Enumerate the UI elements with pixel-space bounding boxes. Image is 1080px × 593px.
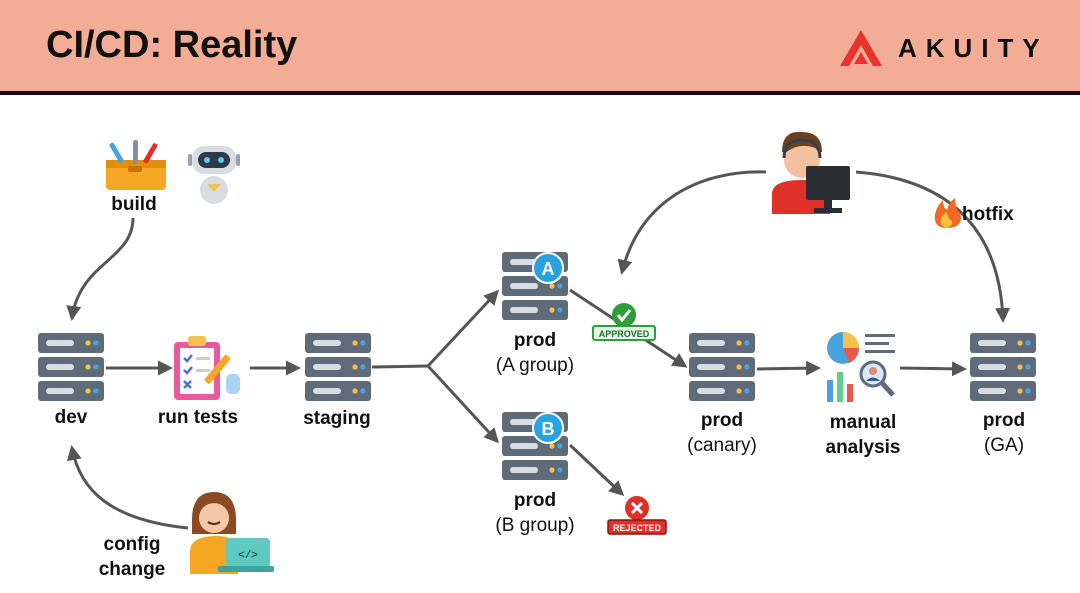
page-title: CI/CD: Reality xyxy=(46,24,298,66)
akuity-logo-icon xyxy=(840,30,882,66)
staging-label: staging xyxy=(303,408,371,429)
run-tests-label: run tests xyxy=(157,407,239,428)
arrow-dev-from-config xyxy=(66,445,189,530)
dev-server-icon xyxy=(38,333,104,401)
robot-icon xyxy=(188,146,240,204)
rejected-text: REJECTED xyxy=(613,523,662,533)
group-b-badge: B xyxy=(532,412,564,444)
prod-a-sublabel: (A group) xyxy=(495,355,575,376)
arrow-split-to-prod-a xyxy=(426,289,500,368)
toolbox-icon xyxy=(106,140,166,190)
developer-icon: </> xyxy=(190,492,274,574)
prod-ga-label: prod(GA) xyxy=(982,410,1026,456)
prod-a-label: prod(A group) xyxy=(495,330,575,376)
engineer-icon xyxy=(772,131,850,214)
group-a-badge-text: A xyxy=(542,259,555,279)
prod-b-label: prod(B group) xyxy=(495,490,575,536)
prod-ga-server-icon xyxy=(970,333,1036,401)
arrow-engineer-to-prod-a xyxy=(617,170,767,275)
svg-text:</>: </> xyxy=(238,550,258,562)
group-b-badge-text: B xyxy=(542,419,555,439)
pipeline-diagram: A B APPROVED REJECTED xyxy=(38,131,1036,574)
fire-icon xyxy=(934,198,961,228)
checklist-icon xyxy=(174,336,240,400)
prod-canary-label: prod(canary) xyxy=(687,410,757,456)
group-a-badge: A xyxy=(532,252,564,284)
approved-stamp: APPROVED xyxy=(592,303,656,341)
brand-name: AKUITY xyxy=(898,32,1049,63)
arrow-staging-to-split xyxy=(371,364,429,369)
prod-canary-server-icon xyxy=(689,333,755,401)
prod-ga-sublabel: (GA) xyxy=(983,435,1025,456)
staging-server-icon xyxy=(305,333,371,401)
arrow-engineer-to-ga xyxy=(855,170,1011,323)
brand-logo: AKUITY xyxy=(838,26,1049,70)
arrow-canary-to-analysis xyxy=(756,360,821,376)
hotfix-label: hotfix xyxy=(962,204,1014,225)
approved-text: APPROVED xyxy=(599,329,650,339)
arrow-analysis-to-ga xyxy=(899,361,967,377)
dev-label: dev xyxy=(54,407,88,428)
analysis-chart-icon xyxy=(827,332,895,402)
rejected-stamp: REJECTED xyxy=(607,496,667,535)
build-label: build xyxy=(111,194,157,215)
arrow-split-to-prod-b xyxy=(426,364,500,444)
arrow-build-to-dev xyxy=(66,217,135,321)
arrows xyxy=(66,170,1011,530)
prod-canary-sublabel: (canary) xyxy=(687,435,757,456)
arrow-prod-b-to-rejected xyxy=(568,443,625,497)
prod-b-sublabel: (B group) xyxy=(495,515,575,536)
header-bar: CI/CD: Reality AKUITY xyxy=(0,0,1080,95)
